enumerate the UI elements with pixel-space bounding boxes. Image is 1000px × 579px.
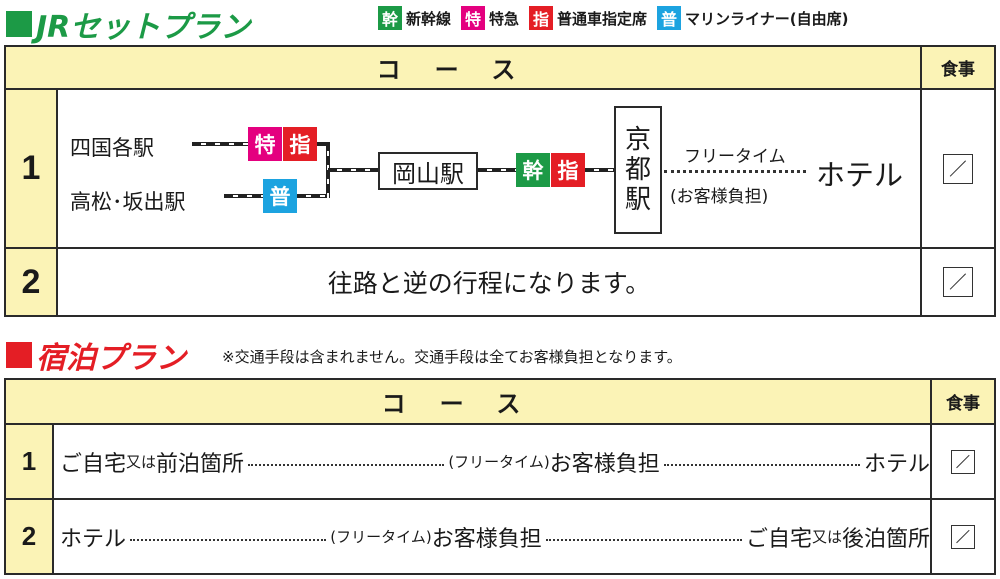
rail-line: [192, 142, 252, 146]
rail-line: [585, 168, 615, 172]
row-number: 2: [6, 247, 56, 315]
row-number: 1: [6, 423, 52, 498]
meal-checkbox: [943, 267, 973, 297]
return-route-text: 往路と逆の行程になります。: [327, 269, 651, 298]
limited-express-badge-icon: 特: [461, 6, 486, 30]
stay-plan-title: 宿泊プラン: [6, 333, 186, 377]
meal-checkbox: [951, 449, 975, 474]
jr-plan-title: JRセットプラン: [6, 2, 250, 46]
stay-route-return: ホテル (フリータイム) お客様負担 ご自宅 又は 後泊箇所: [52, 498, 930, 573]
legend-item-limited-express: 特 特急: [461, 6, 519, 30]
rail-line: [224, 194, 264, 198]
jr-plan-table: コース 食事 1 四国各駅 高松･坂出駅 特 指 普 岡山駅 幹 指 京: [4, 45, 996, 317]
meal-checkbox: [943, 153, 973, 184]
hotel-label: ホテル: [816, 158, 904, 192]
marine-liner-badge-icon: 普: [263, 179, 297, 213]
dotted-connector: [663, 463, 860, 466]
reserved-seat-badge-icon: 指: [283, 127, 317, 161]
legend-item-shinkansen: 幹 新幹線: [378, 6, 451, 30]
dotted-connector: [130, 538, 327, 541]
rail-line: [478, 168, 516, 172]
stay-plan-table: コース 食事 1 ご自宅 又は 前泊箇所 (フリータイム) お客様負担 ホテル …: [4, 378, 996, 575]
row-number: 2: [6, 498, 52, 573]
reserved-seat-badge-icon: 指: [551, 153, 585, 187]
title-square-icon: [6, 11, 32, 37]
dotted-connector: [248, 463, 445, 466]
return-route-cell: 往路と逆の行程になります。: [56, 247, 920, 315]
meal-cell: [920, 88, 994, 247]
dotted-connector: [545, 538, 742, 541]
rail-line: [297, 194, 329, 198]
meal-cell: [920, 247, 994, 315]
meal-cell: [930, 498, 994, 573]
rail-line: [317, 142, 329, 146]
dotted-connector: [664, 170, 806, 173]
meal-checkbox: [951, 524, 975, 549]
route-diagram: 四国各駅 高松･坂出駅 特 指 普 岡山駅 幹 指 京 都 駅 フリータイム (…: [56, 88, 920, 247]
station-shikoku: 四国各駅: [70, 136, 154, 160]
stay-route-outbound: ご自宅 又は 前泊箇所 (フリータイム) お客様負担 ホテル: [52, 423, 930, 498]
marine-liner-badge-icon: 普: [657, 6, 682, 30]
meal-header: 食事: [920, 47, 994, 88]
course-header: コース: [6, 47, 920, 88]
station-kyoto: 京 都 駅: [614, 106, 662, 234]
limited-express-badge-icon: 特: [248, 127, 282, 161]
rail-line: [328, 168, 380, 172]
reserved-seat-badge-icon: 指: [529, 6, 554, 30]
legend-item-marine-liner: 普 マリンライナー(自由席): [657, 6, 848, 30]
train-legend: 幹 新幹線 特 特急 指 普通車指定席 普 マリンライナー(自由席): [378, 6, 848, 30]
own-cost-label: (お客様負担): [670, 187, 769, 207]
meal-cell: [930, 423, 994, 498]
station-takamatsu-sakaide: 高松･坂出駅: [70, 190, 186, 214]
station-okayama: 岡山駅: [378, 152, 478, 190]
stay-plan-note: ※交通手段は含まれません。交通手段は全てお客様負担となります。: [222, 348, 682, 366]
legend-item-reserved-seat: 指 普通車指定席: [529, 6, 647, 30]
free-time-label: フリータイム: [684, 147, 786, 167]
shinkansen-badge-icon: 幹: [516, 153, 550, 187]
title-square-icon: [6, 342, 32, 368]
meal-header: 食事: [930, 380, 994, 423]
row-number: 1: [6, 88, 56, 247]
shinkansen-badge-icon: 幹: [378, 6, 402, 30]
course-header: コース: [6, 380, 930, 423]
